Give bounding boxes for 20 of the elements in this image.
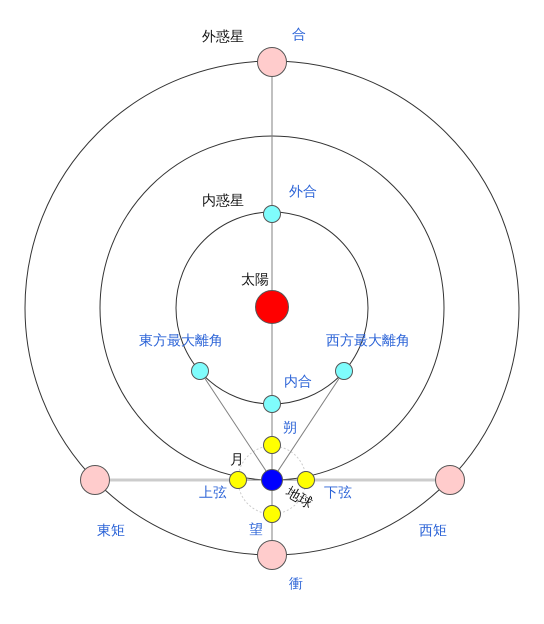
position-label: 朔 [283, 420, 297, 436]
connector-line [315, 478, 435, 482]
position-label: 上弦 [199, 485, 227, 501]
body-label: 月 [230, 452, 244, 468]
connector-line [204, 378, 266, 472]
position-label: 内合 [284, 374, 312, 390]
position-label: 合 [292, 27, 306, 43]
body-label: 太陽 [241, 272, 269, 288]
position-label: 東矩 [97, 523, 125, 539]
position-label: 東方最大離角 [139, 333, 223, 349]
position-label: 西矩 [419, 523, 447, 539]
position-label: 望 [249, 522, 263, 538]
position-label: 下弦 [324, 485, 352, 501]
body-label: 内惑星 [202, 193, 244, 209]
body-label: 地球 [282, 484, 316, 512]
body-label: 外惑星 [202, 29, 244, 45]
connector-line [278, 378, 340, 472]
position-label: 衝 [289, 576, 303, 592]
position-label: 外合 [289, 184, 317, 200]
connector-line [110, 478, 229, 482]
